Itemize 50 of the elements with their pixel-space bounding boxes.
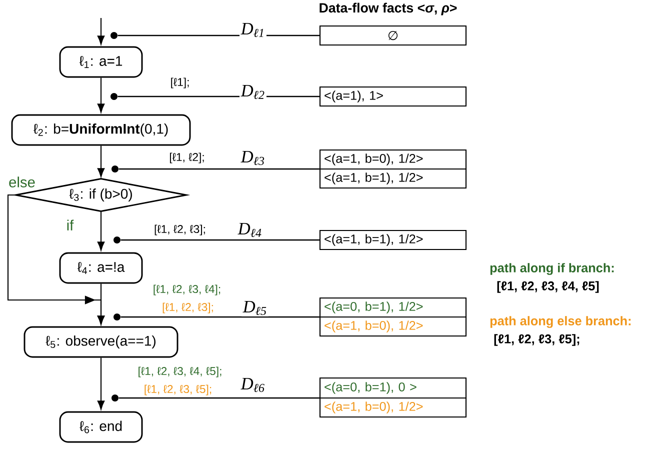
fact-box: <(a=0, b=1), 1/2>: [319, 297, 467, 318]
edge-label: D$_{ℓ4}$: [236, 222, 264, 238]
fact-box: <(a=1, b=0), 1/2>: [319, 397, 467, 418]
arrow: [97, 146, 105, 178]
note: [ℓ1, ℓ2, ℓ3, ℓ4, ℓ5]: [497, 281, 599, 293]
path-label: [ℓ1, ℓ2, ℓ3, ℓ5];: [144, 384, 212, 396]
connector-line: [120, 239, 320, 241]
note: path along if branch:: [490, 263, 614, 275]
statement-box: ℓ$_{2}$: b=UniformInt(0,1): [11, 114, 191, 146]
arrow: [97, 358, 105, 410]
arrow: [97, 18, 105, 45]
fact-box: <(a=1, b=1), 1/2>: [319, 168, 467, 189]
connector-line: [118, 397, 320, 399]
edge-label: D$_{ℓ6}$: [240, 376, 266, 394]
connector-line: [120, 316, 320, 318]
fact-box: <(a=1), 1>: [319, 86, 467, 107]
path-label: [ℓ1, ℓ2, ℓ3, ℓ4, ℓ5];: [138, 366, 222, 378]
edge-label: D$_{ℓ1}$: [240, 22, 266, 38]
fact-box: <(a=1, b=1), 1/2>: [319, 230, 467, 250]
edge-label: D$_{ℓ3}$: [240, 150, 266, 166]
path-label: [ℓ1, ℓ2, ℓ3, ℓ4];: [154, 284, 220, 296]
fact-box: ∅: [319, 25, 467, 46]
fact-box: <(a=1, b=0), 1/2>: [319, 149, 467, 170]
branch-label: if: [67, 220, 74, 230]
branch-label: else: [9, 176, 35, 188]
note: path along else branch:: [490, 316, 631, 328]
fact-box: <(a=0, b=1), 0 >: [319, 377, 467, 399]
connector-line: [118, 168, 320, 170]
statement-box: ℓ$_{6}$: end: [59, 411, 143, 443]
heading: Data-flow facts <σ, ρ>: [320, 2, 457, 16]
dot: [114, 314, 120, 320]
note: [ℓ1, ℓ2, ℓ3, ℓ5];: [494, 334, 580, 346]
arrow: [97, 78, 105, 113]
edge-label: D$_{ℓ2}$: [240, 84, 266, 100]
path-label: [ℓ1, ℓ2, ℓ3];: [162, 302, 213, 314]
dot: [112, 166, 118, 172]
statement-box: ℓ$_{4}$: a=!a: [59, 252, 143, 284]
statement-box: ℓ$_{5}$: observe(a==1): [24, 326, 178, 358]
edge-label: D$_{ℓ5}$: [242, 300, 268, 316]
arrow: [97, 284, 105, 325]
dot: [112, 394, 118, 402]
fact-box: <(a=1, b=0), 1/2>: [319, 316, 467, 337]
dot: [110, 93, 118, 100]
path-label: [ℓ1, ℓ2];: [170, 152, 204, 164]
dot: [114, 236, 120, 244]
dot: [110, 32, 118, 39]
path-label: [ℓ1, ℓ2, ℓ3];: [154, 224, 205, 236]
statement-box: ℓ$_{1}$: a=1: [59, 46, 143, 78]
arrow: [97, 211, 105, 251]
path-label: [ℓ1];: [171, 78, 189, 88]
